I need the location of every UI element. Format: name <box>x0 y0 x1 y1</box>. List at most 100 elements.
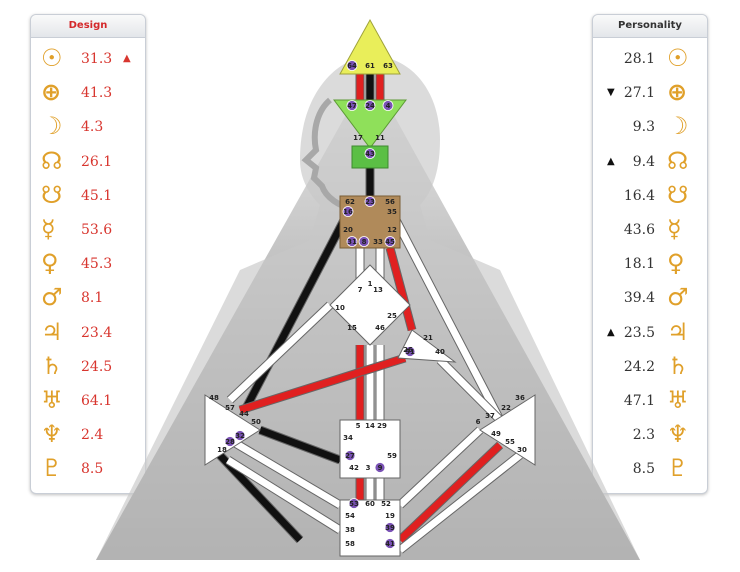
gate-label-17: 17 <box>353 134 363 142</box>
gate-label-52: 52 <box>381 500 391 508</box>
design-row: ☽4.3 <box>31 110 145 144</box>
channel-45-21 <box>386 247 416 331</box>
gate-label-9: 9 <box>378 464 383 472</box>
gate-label-33: 33 <box>373 238 383 246</box>
gate-label-56: 56 <box>385 198 395 206</box>
face-profile <box>301 97 351 211</box>
channel-6-59 <box>397 427 483 508</box>
channel-19-49 <box>397 442 503 543</box>
gate-active-marker <box>346 100 358 111</box>
gate-active-marker <box>364 196 376 207</box>
personality-row: ♄ 24.2 <box>593 350 707 384</box>
personality-row: ☋16.4 <box>593 179 707 213</box>
gate-active-marker <box>348 498 360 509</box>
gate-label-24: 24 <box>365 102 375 110</box>
channel-35-36 <box>392 218 504 422</box>
personality-value: 2.3 <box>632 427 655 444</box>
gate-label-6: 6 <box>476 418 481 426</box>
personality-value: 24.2 <box>623 358 655 375</box>
gate-label-30: 30 <box>517 446 527 454</box>
gate-active-marker <box>374 462 386 473</box>
earth-icon: ⊕ <box>41 78 62 107</box>
gate-label-44: 44 <box>239 410 249 418</box>
personality-value: 8.5 <box>632 461 655 478</box>
personality-value: 18.1 <box>623 256 655 273</box>
design-value: 64.1 <box>81 392 113 409</box>
personality-row: ☽ 9.3 <box>593 110 707 144</box>
south-node-icon: ☋ <box>667 180 689 209</box>
gate-label-19: 19 <box>385 512 395 520</box>
gate-label-36: 36 <box>515 394 525 402</box>
gate-active-marker <box>404 346 416 357</box>
personality-planet-list: ☉28.1⊕27.1▼☽9.3☊9.4▲☋16.4☿43.6♀18.1♂39.4… <box>593 42 707 486</box>
gate-active-marker <box>224 436 236 447</box>
gate-label-47: 47 <box>347 102 357 110</box>
gate-active-marker <box>346 60 358 71</box>
uranus-icon: ♅ <box>41 385 63 414</box>
ajna-center <box>333 99 407 149</box>
gate-label-59: 59 <box>387 452 397 460</box>
personality-value: 28.1 <box>623 51 655 67</box>
personality-value: 9.4 <box>632 153 655 170</box>
gate-label-55: 55 <box>505 438 515 446</box>
personality-header: Personality <box>593 15 707 38</box>
personality-row: ⊕27.1▼ <box>593 76 707 110</box>
gate-active-marker <box>364 148 376 159</box>
gate-label-27: 27 <box>345 452 355 460</box>
gate-active-marker <box>384 538 396 549</box>
gate-label-21: 21 <box>423 334 433 342</box>
design-value: 26.1 <box>81 153 113 170</box>
design-value: 8.1 <box>81 290 104 307</box>
gate-label-25: 25 <box>387 312 397 320</box>
design-row: ☉31.3▲ <box>31 42 145 76</box>
channel-16-48 <box>241 218 348 412</box>
design-row: ☿53.6 <box>31 213 145 247</box>
design-planet-list: ☉31.3▲⊕41.3☽4.3☊26.1☋45.1☿53.6♀45.3♂8.1♃… <box>31 42 145 486</box>
saturn-icon: ♄ <box>41 351 63 380</box>
gate-label-12: 12 <box>387 226 397 234</box>
channel-18-58 <box>228 436 342 509</box>
gate-label-51: 51 <box>405 348 415 356</box>
gate-active-marker <box>342 206 354 217</box>
sun-icon: ☉ <box>41 44 63 72</box>
design-row: ⊕ 41.3 <box>31 76 145 110</box>
personality-value: 43.6 <box>623 221 655 238</box>
gate-label-60: 60 <box>365 500 375 508</box>
personality-value: 39.4 <box>623 290 655 307</box>
personality-row: ♅47.1 <box>593 384 707 418</box>
mercury-icon: ☿ <box>667 214 682 243</box>
saturn-icon: ♄ <box>667 351 689 380</box>
north-node-icon: ☊ <box>667 146 689 175</box>
personality-row: ♃23.5▲ <box>593 316 707 350</box>
gate-label-61: 61 <box>365 62 375 70</box>
gate-label-13: 13 <box>373 286 383 294</box>
personality-row: ☿ 43.6 <box>593 213 707 247</box>
gate-label-53: 53 <box>349 500 359 508</box>
personality-value: 9.3 <box>632 119 655 136</box>
gate-label-5: 5 <box>356 422 361 430</box>
moon-icon: ☽ <box>667 112 689 141</box>
design-value: 23.4 <box>81 324 113 341</box>
gate-label-62: 62 <box>345 198 355 206</box>
gate-active-marker <box>382 100 394 111</box>
gate-label-23: 23 <box>365 198 375 206</box>
design-value: 53.6 <box>81 221 113 238</box>
personality-row: ♇8.5 <box>593 452 707 486</box>
gate-active-marker <box>384 522 396 533</box>
gate-label-32: 32 <box>235 432 245 440</box>
gate-label-57: 57 <box>225 404 235 412</box>
design-row: ☋45.1 <box>31 179 145 213</box>
neptune-icon: ♆ <box>41 420 63 449</box>
gate-active-marker <box>358 236 370 247</box>
gate-label-15: 15 <box>347 324 357 332</box>
personality-row: ♆2.3 <box>593 418 707 452</box>
design-row: ♂8.1 <box>31 281 145 315</box>
sun-icon: ☉ <box>667 44 689 72</box>
north-node-icon: ☊ <box>41 146 63 175</box>
venus-icon: ♀ <box>667 249 685 278</box>
gate-label-11: 11 <box>375 134 385 142</box>
design-value: 41.3 <box>81 85 113 102</box>
channel-40-37 <box>437 357 503 423</box>
personality-value: 23.5 <box>623 324 655 341</box>
